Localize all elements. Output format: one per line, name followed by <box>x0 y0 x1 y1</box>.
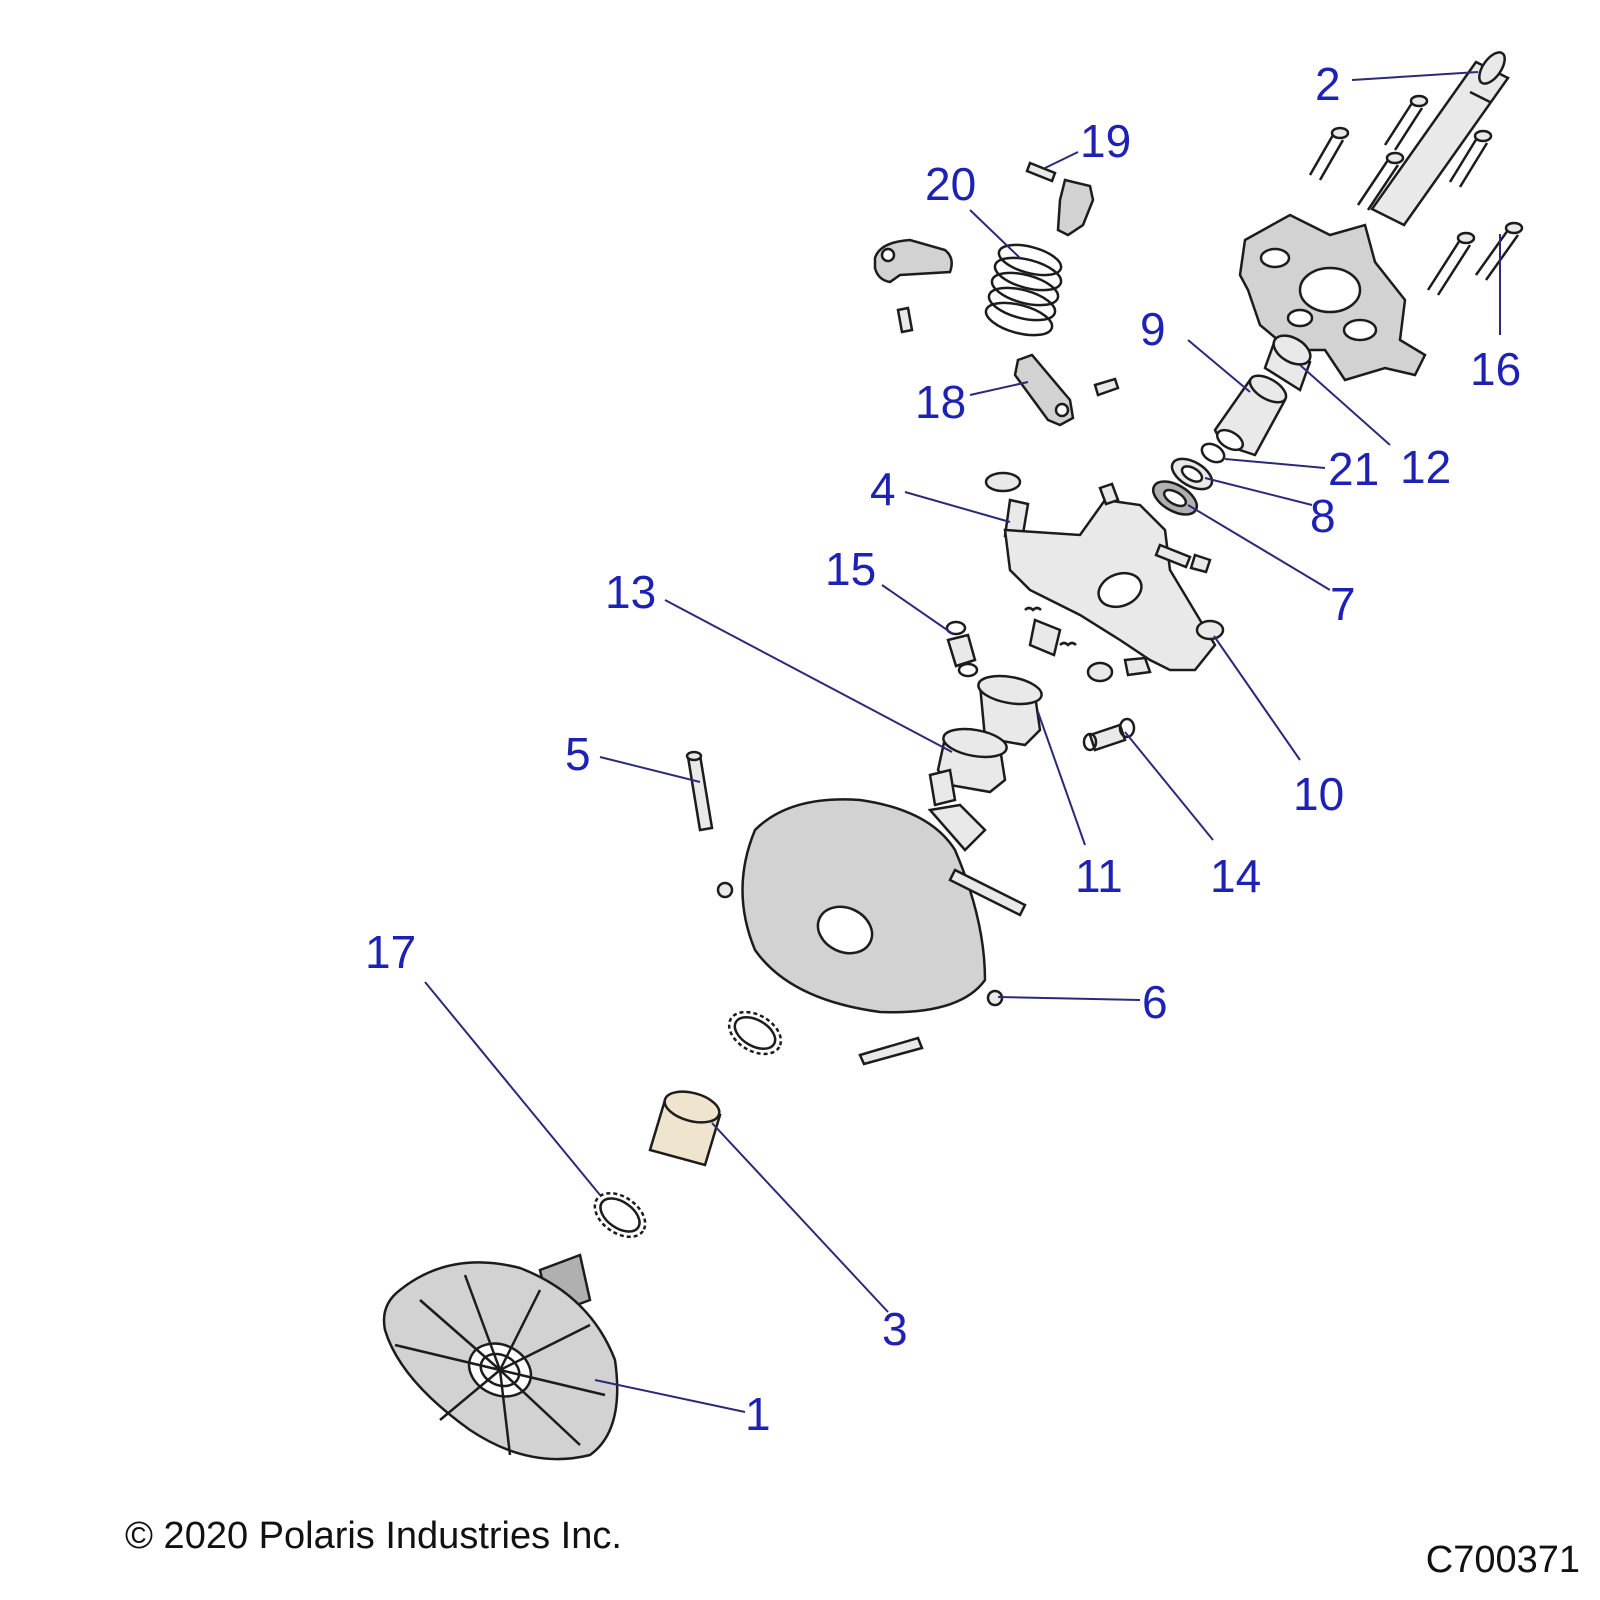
part-18-roller-arm[interactable] <box>1013 353 1075 427</box>
callout-13: 13 <box>605 566 656 618</box>
callout-4: 4 <box>870 463 896 515</box>
callout-10: 10 <box>1293 768 1344 820</box>
callout-17: 17 <box>365 926 416 978</box>
weight-arm-left[interactable] <box>873 238 953 284</box>
part-17-snap-ring[interactable] <box>587 1184 654 1246</box>
part-13-sleeve[interactable] <box>936 725 1009 794</box>
part-11-sleeve[interactable] <box>976 672 1044 747</box>
part-8-washer[interactable] <box>1167 453 1217 496</box>
callout-11: 11 <box>1075 850 1123 902</box>
callout-12: 12 <box>1400 441 1451 493</box>
part-19-pin[interactable] <box>1025 161 1057 183</box>
part-21-oring[interactable] <box>1199 440 1228 466</box>
callout-9: 9 <box>1140 303 1166 355</box>
part-1-fixed-sheave[interactable] <box>382 1253 619 1461</box>
moveable-sheave[interactable] <box>716 768 1027 1014</box>
pin-lower[interactable] <box>858 1036 924 1066</box>
part-5-pin[interactable] <box>685 750 714 832</box>
part-14-roller-pin[interactable] <box>1082 717 1136 752</box>
part-16-bolts[interactable] <box>1426 221 1524 296</box>
callout-5: 5 <box>565 728 591 780</box>
housing[interactable] <box>1003 482 1217 677</box>
part-12-bushing[interactable] <box>1263 330 1315 392</box>
part-2-long-bolt[interactable] <box>1370 48 1510 227</box>
callout-19: 19 <box>1080 115 1131 167</box>
callout-20: 20 <box>925 158 976 210</box>
callout-18: 18 <box>915 376 966 428</box>
small-pin-left[interactable] <box>896 306 914 334</box>
callout-8: 8 <box>1310 490 1336 542</box>
copyright-notice: © 2020 Polaris Industries Inc. <box>125 1515 622 1557</box>
cam-arm-top[interactable] <box>1056 178 1095 237</box>
part-20-spring[interactable] <box>983 239 1065 341</box>
part-15-roller[interactable] <box>945 620 979 678</box>
callout-1: 1 <box>745 1388 771 1440</box>
callout-16: 16 <box>1470 343 1521 395</box>
leader-lines <box>424 71 1501 1413</box>
spider-plate[interactable] <box>1238 213 1427 382</box>
snap-ring-mid[interactable] <box>722 1003 788 1062</box>
callout-3: 3 <box>882 1303 908 1355</box>
small-pin-right[interactable] <box>1093 377 1120 397</box>
callout-6: 6 <box>1142 976 1168 1028</box>
callout-14: 14 <box>1210 850 1261 902</box>
part-10-cap[interactable] <box>1195 619 1225 641</box>
callout-15: 15 <box>825 543 876 595</box>
callout-2: 2 <box>1315 58 1341 110</box>
callout-labels: 1 2 3 4 5 6 7 8 9 10 11 12 13 14 15 16 1… <box>365 58 1521 1440</box>
callout-21: 21 <box>1328 443 1379 495</box>
callout-7: 7 <box>1330 578 1356 630</box>
part-bolts-upper[interactable] <box>1308 94 1493 211</box>
diagram-code: C700371 <box>1426 1539 1580 1581</box>
small-springs[interactable] <box>1024 606 1114 683</box>
part-3-bushing[interactable] <box>648 1086 723 1167</box>
part-9-cylinder[interactable] <box>1213 370 1290 457</box>
